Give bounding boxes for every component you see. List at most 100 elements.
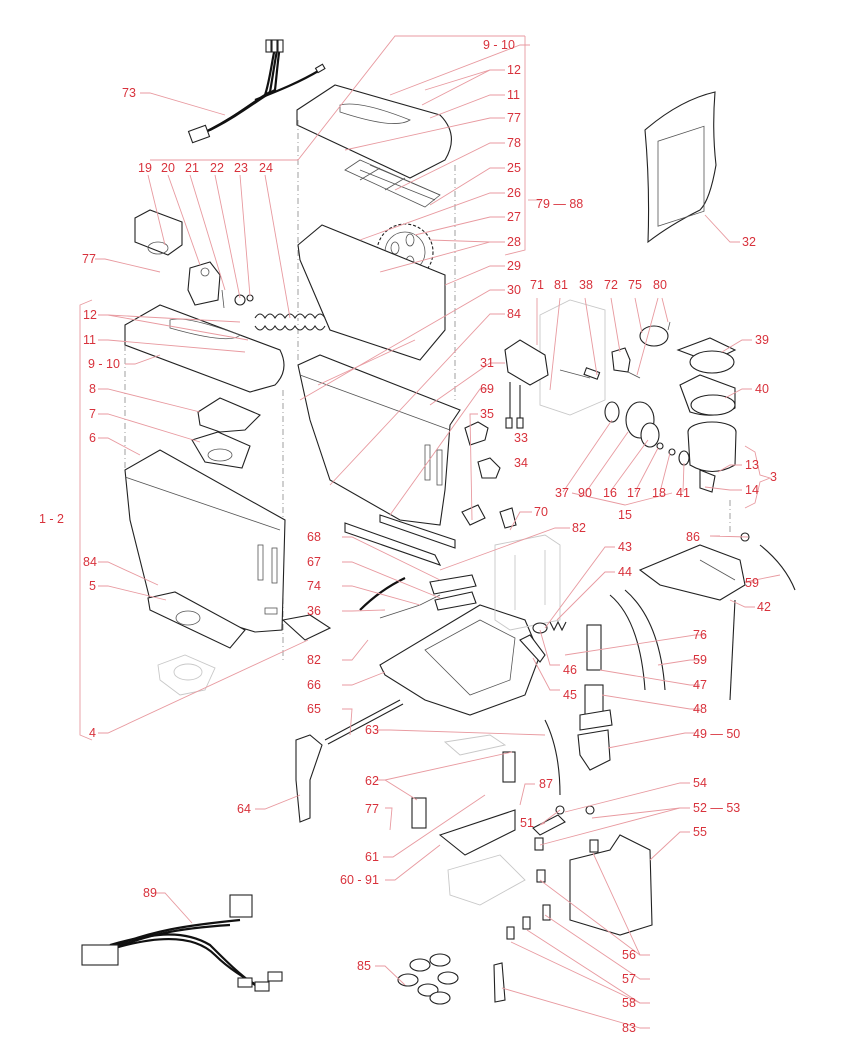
part-label-77: 77 (507, 111, 521, 125)
part-label-29: 29 (507, 259, 521, 273)
part-label-33: 33 (514, 431, 528, 445)
flap-4 (281, 614, 332, 641)
shaft-65 (324, 699, 404, 745)
canister-hopper-right (297, 224, 461, 526)
part-label-51: 51 (520, 816, 534, 830)
mixer-motor-71 (504, 299, 606, 429)
caps-85 (397, 953, 459, 1005)
part-label-66: 66 (307, 678, 321, 692)
tray-42 (638, 544, 746, 601)
part-label-90: 90 (578, 486, 592, 500)
lever-45 (519, 634, 546, 663)
filter-grid-32 (644, 91, 717, 244)
bracket-72 (611, 347, 641, 379)
drip-base-66 (379, 604, 541, 716)
chute-7 (191, 431, 251, 469)
part-label-60-91: 60 - 91 (340, 873, 379, 887)
part-label-17: 17 (627, 486, 641, 500)
valve-47-48-49 (577, 624, 613, 771)
motor-19 (134, 209, 183, 256)
part-label-84: 84 (83, 555, 97, 569)
part-label-1-2: 1 - 2 (39, 512, 65, 526)
frame-60-91 (412, 735, 526, 906)
part-label-26: 26 (507, 186, 521, 200)
part-label-83: 83 (622, 1021, 636, 1035)
drip-cover-55 (569, 834, 653, 936)
part-label-55: 55 (693, 825, 707, 839)
part-label-89: 89 (143, 886, 157, 900)
part-label-57: 57 (622, 972, 636, 986)
part-label-48: 48 (693, 702, 707, 716)
grille-78 (344, 159, 441, 208)
part-label-7: 7 (89, 407, 96, 421)
part-label-39: 39 (755, 333, 769, 347)
part-label-68: 68 (307, 530, 321, 544)
part-label-82: 82 (307, 653, 321, 667)
cable-36 (359, 577, 441, 619)
fittings-51-58 (506, 805, 599, 940)
part-label-72: 72 (604, 278, 618, 292)
part-label-56: 56 (622, 948, 636, 962)
ghost-frame-82 (494, 534, 561, 631)
part-label-84: 84 (507, 307, 521, 321)
plates-67 (429, 574, 477, 611)
part-label-25: 25 (507, 161, 521, 175)
part-label-27: 27 (507, 210, 521, 224)
part-label-20: 20 (161, 161, 175, 175)
part-label-62: 62 (365, 774, 379, 788)
part-label-47: 47 (693, 678, 707, 692)
part-label-78: 78 (507, 136, 521, 150)
canister-lid-right (296, 84, 456, 400)
part-label-21: 21 (185, 161, 199, 175)
part-label-40: 40 (755, 382, 769, 396)
part-label-67: 67 (307, 555, 321, 569)
part-label-24: 24 (259, 161, 273, 175)
tray-5 (147, 591, 246, 649)
ring-75 (639, 321, 671, 347)
part-label-15: 15 (618, 508, 632, 522)
part-label-65: 65 (307, 702, 321, 716)
rails-68 (344, 514, 456, 566)
wire-harness-89 (81, 894, 283, 992)
part-label-69: 69 (480, 382, 494, 396)
part-label-61: 61 (365, 850, 379, 864)
bracket-20 (187, 261, 221, 306)
part-label-70: 70 (534, 505, 548, 519)
part-label-79-88: 79 — 88 (536, 197, 584, 211)
part-label-82: 82 (572, 521, 586, 535)
part-label-81: 81 (554, 278, 568, 292)
part-label-46: 46 (563, 663, 577, 677)
part-label-77: 77 (82, 252, 96, 266)
part-label-36: 36 (307, 604, 321, 618)
part-label-54: 54 (693, 776, 707, 790)
part-label-37: 37 (555, 486, 569, 500)
part-label-73: 73 (122, 86, 136, 100)
cover-8 (197, 397, 261, 433)
part-label-11: 11 (507, 88, 520, 102)
part-label-28: 28 (507, 235, 521, 249)
part-label-9-10: 9 - 10 (88, 357, 120, 371)
part-label-38: 38 (579, 278, 593, 292)
part-label-59: 59 (745, 576, 759, 590)
leader-lines (79, 35, 781, 1029)
part-label-31: 31 (480, 356, 494, 370)
part-label-42: 42 (757, 600, 771, 614)
part-label-74: 74 (307, 579, 321, 593)
part-label-30: 30 (507, 283, 521, 297)
part-label-34: 34 (514, 456, 528, 470)
part-label-58: 58 (622, 996, 636, 1010)
wire-harness-73 (187, 39, 326, 144)
nozzle-83 (493, 962, 506, 1003)
handle-64 (295, 734, 323, 823)
part-label-80: 80 (653, 278, 667, 292)
part-label-49-50: 49 — 50 (693, 727, 741, 741)
part-label-35: 35 (480, 407, 494, 421)
part-label-32: 32 (742, 235, 756, 249)
part-label-4: 4 (89, 726, 96, 740)
tubes-59 (544, 544, 796, 796)
part-label-64: 64 (237, 802, 251, 816)
part-label-85: 85 (357, 959, 371, 973)
part-label-12: 12 (83, 308, 97, 322)
part-label-23: 23 (234, 161, 248, 175)
